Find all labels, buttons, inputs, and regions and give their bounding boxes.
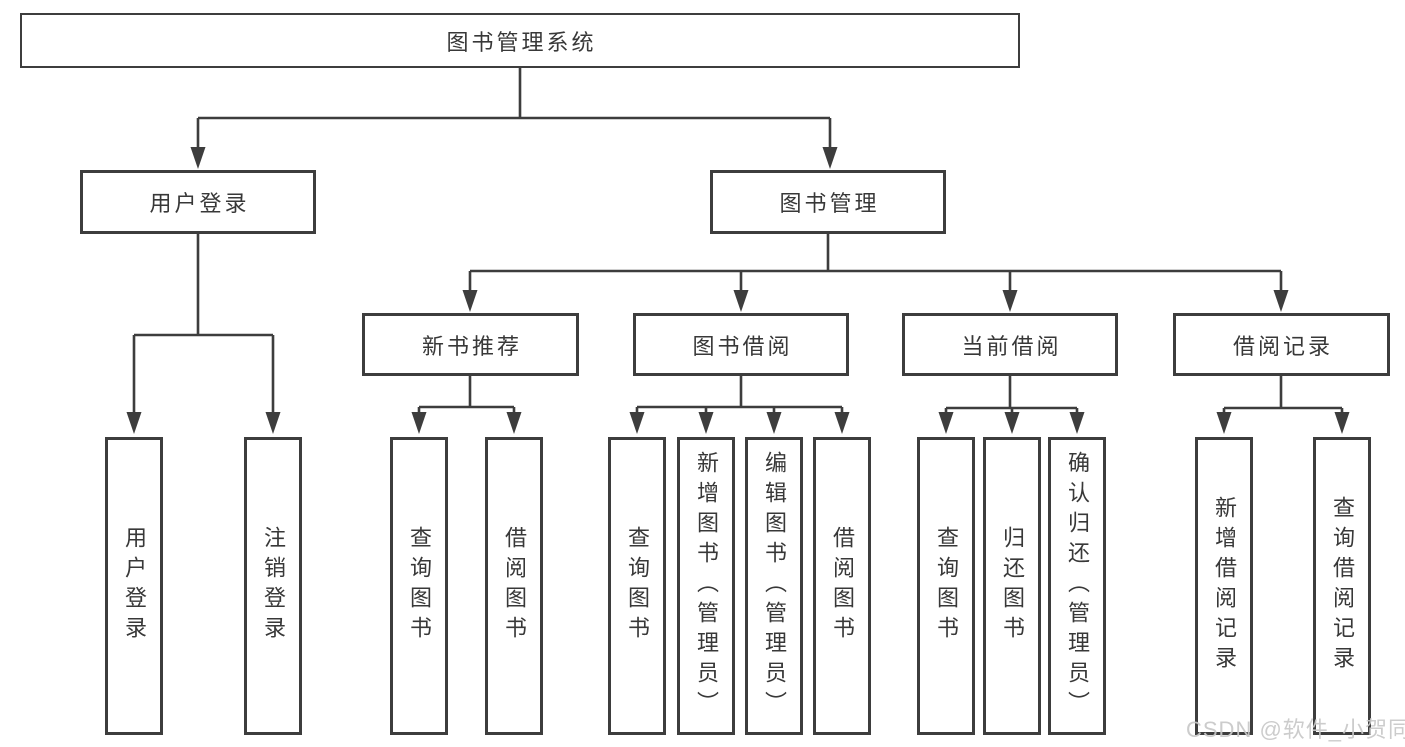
node-label: 借阅记录 [1232,333,1333,359]
arrowhead [506,412,522,434]
arrowhead [1002,290,1018,312]
node-library-management-system: 图书管理系统 [20,13,1020,68]
node-label: 图书管理系统 [446,29,597,55]
arrowhead [126,412,142,434]
connector-user-login-to-leaves [126,234,281,434]
leaf-query-books: 查询图书 [390,437,448,735]
leaf-user-login: 用户登录 [105,437,163,735]
leaf-borrow-books: 借阅图书 [485,437,543,735]
leaf-confirm-return-admin: 确认归还（管理员） [1048,437,1106,735]
connector-book-mgmt-to-level3 [462,234,1289,312]
node-borrowing-records: 借阅记录 [1173,313,1390,376]
arrowhead [1004,412,1020,434]
node-label: 用户登录 [122,526,147,646]
node-label: 借阅图书 [502,526,527,646]
connector-borrow-to-leaves [629,376,850,434]
leaf-query-books: 查询图书 [917,437,975,735]
leaf-edit-books-admin: 编辑图书（管理员） [745,437,803,735]
connector-records-to-leaves [1216,376,1350,434]
node-label: 当前借阅 [961,333,1062,359]
node-current-borrowing: 当前借阅 [902,313,1118,376]
node-label: 新书推荐 [421,333,522,359]
arrowhead [190,147,206,169]
node-new-book-recommend: 新书推荐 [362,313,579,376]
arrowhead [411,412,427,434]
arrowhead [766,412,782,434]
arrowhead [629,412,645,434]
arrowhead [462,290,478,312]
node-label: 编辑图书（管理员） [762,451,787,721]
node-label: 确认归还（管理员） [1065,451,1090,721]
leaf-query-borrow-record: 查询借阅记录 [1313,437,1371,735]
arrowhead [733,290,749,312]
arrowhead [1334,412,1350,434]
leaf-add-borrow-record: 新增借阅记录 [1195,437,1253,735]
node-label: 借阅图书 [830,526,855,646]
connector-current-to-leaves [938,376,1085,434]
csdn-watermark: CSDN @软件_小贺同学 [1186,717,1405,742]
arrowhead [265,412,281,434]
node-label: 归还图书 [1000,526,1025,646]
leaf-return-books: 归还图书 [983,437,1041,735]
node-label: 图书借阅 [692,333,793,359]
node-label: 新增图书（管理员） [694,451,719,721]
leaf-query-books: 查询图书 [608,437,666,735]
node-user-login: 用户登录 [80,170,316,234]
node-label: 查询借阅记录 [1330,496,1355,676]
arrowhead [1273,290,1289,312]
leaf-borrow-books: 借阅图书 [813,437,871,735]
node-book-borrowing: 图书借阅 [633,313,849,376]
arrowhead [1216,412,1232,434]
connector-root-to-level2 [190,67,838,169]
node-label: 注销登录 [261,526,286,646]
connector-new-book-to-leaves [411,376,522,434]
node-label: 图书管理 [779,191,880,216]
arrowhead [698,412,714,434]
arrowhead [834,412,850,434]
leaf-logout: 注销登录 [244,437,302,735]
arrowhead [822,147,838,169]
arrowhead [1069,412,1085,434]
node-book-management: 图书管理 [710,170,946,234]
node-label: 新增借阅记录 [1212,496,1237,676]
node-label: 查询图书 [407,526,432,646]
node-label: 查询图书 [934,526,959,646]
leaf-add-books-admin: 新增图书（管理员） [677,437,735,735]
node-label: 查询图书 [625,526,650,646]
arrowhead [938,412,954,434]
node-label: 用户登录 [149,191,250,216]
